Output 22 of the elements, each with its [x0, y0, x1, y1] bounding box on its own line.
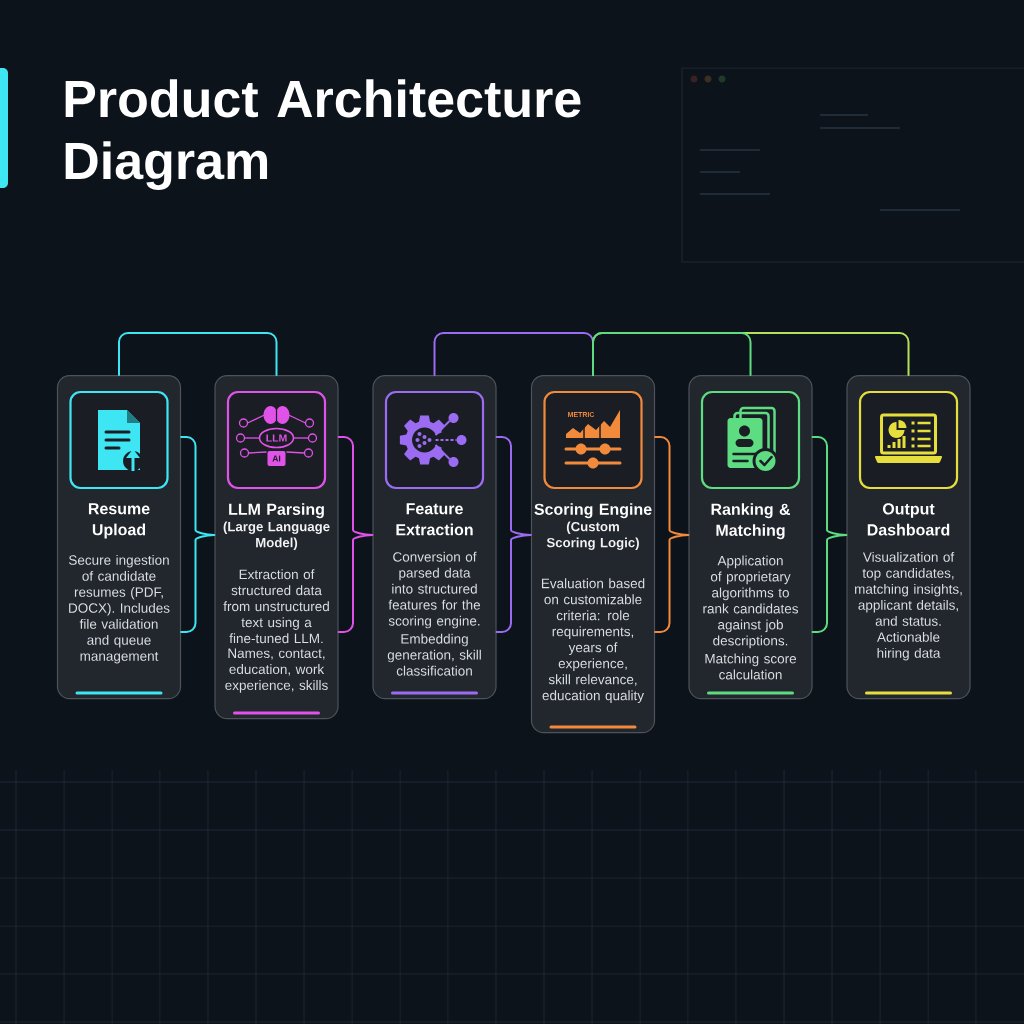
icon-text: LLM — [266, 434, 287, 442]
card-subheading: (Custom Scoring Logic) — [546, 521, 639, 550]
card-description: Extraction of structured data from unstructured text using a fine-tuned LLM. — [223, 569, 329, 644]
card-subheading: (Large Language Model) — [223, 521, 330, 550]
card-heading: Scoring Engine — [534, 503, 652, 519]
card-description: Names, contact, education, work experience, skills — [225, 648, 328, 693]
card-description: Matching score calculation — [705, 653, 797, 680]
connector-line — [118, 332, 278, 376]
card-description: Embedding generation, skill classification — [387, 633, 481, 676]
connector-line — [592, 332, 752, 376]
card-description: Visualization of top candidates, matching insights, applicant details, and status. Actionable hiring data — [855, 551, 962, 661]
card-heading: Ranking & Matching — [711, 503, 790, 540]
card-heading: Output Dashboard — [867, 503, 950, 536]
card-description: Conversion of parsed data into structured features for the scoring engine. — [388, 551, 481, 629]
card-description: Evaluation based on customizable criteria: role requirements, years of experience, skill relevance, education quality — [541, 578, 645, 703]
card-heading: Feature Extraction — [396, 503, 473, 536]
icon-text: AI — [272, 455, 281, 462]
card-heading: Resume Upload — [88, 503, 150, 539]
card-heading: LLM Parsing — [229, 503, 324, 519]
card-description: Application of proprietary algorithms to rank candidates against job descriptions. — [703, 555, 799, 649]
card-description: Secure ingestion of candidate resumes (PDF, DOCX). Includes file validation and queue management — [68, 554, 170, 664]
title: Product Architecture Diagram — [65, 79, 581, 190]
